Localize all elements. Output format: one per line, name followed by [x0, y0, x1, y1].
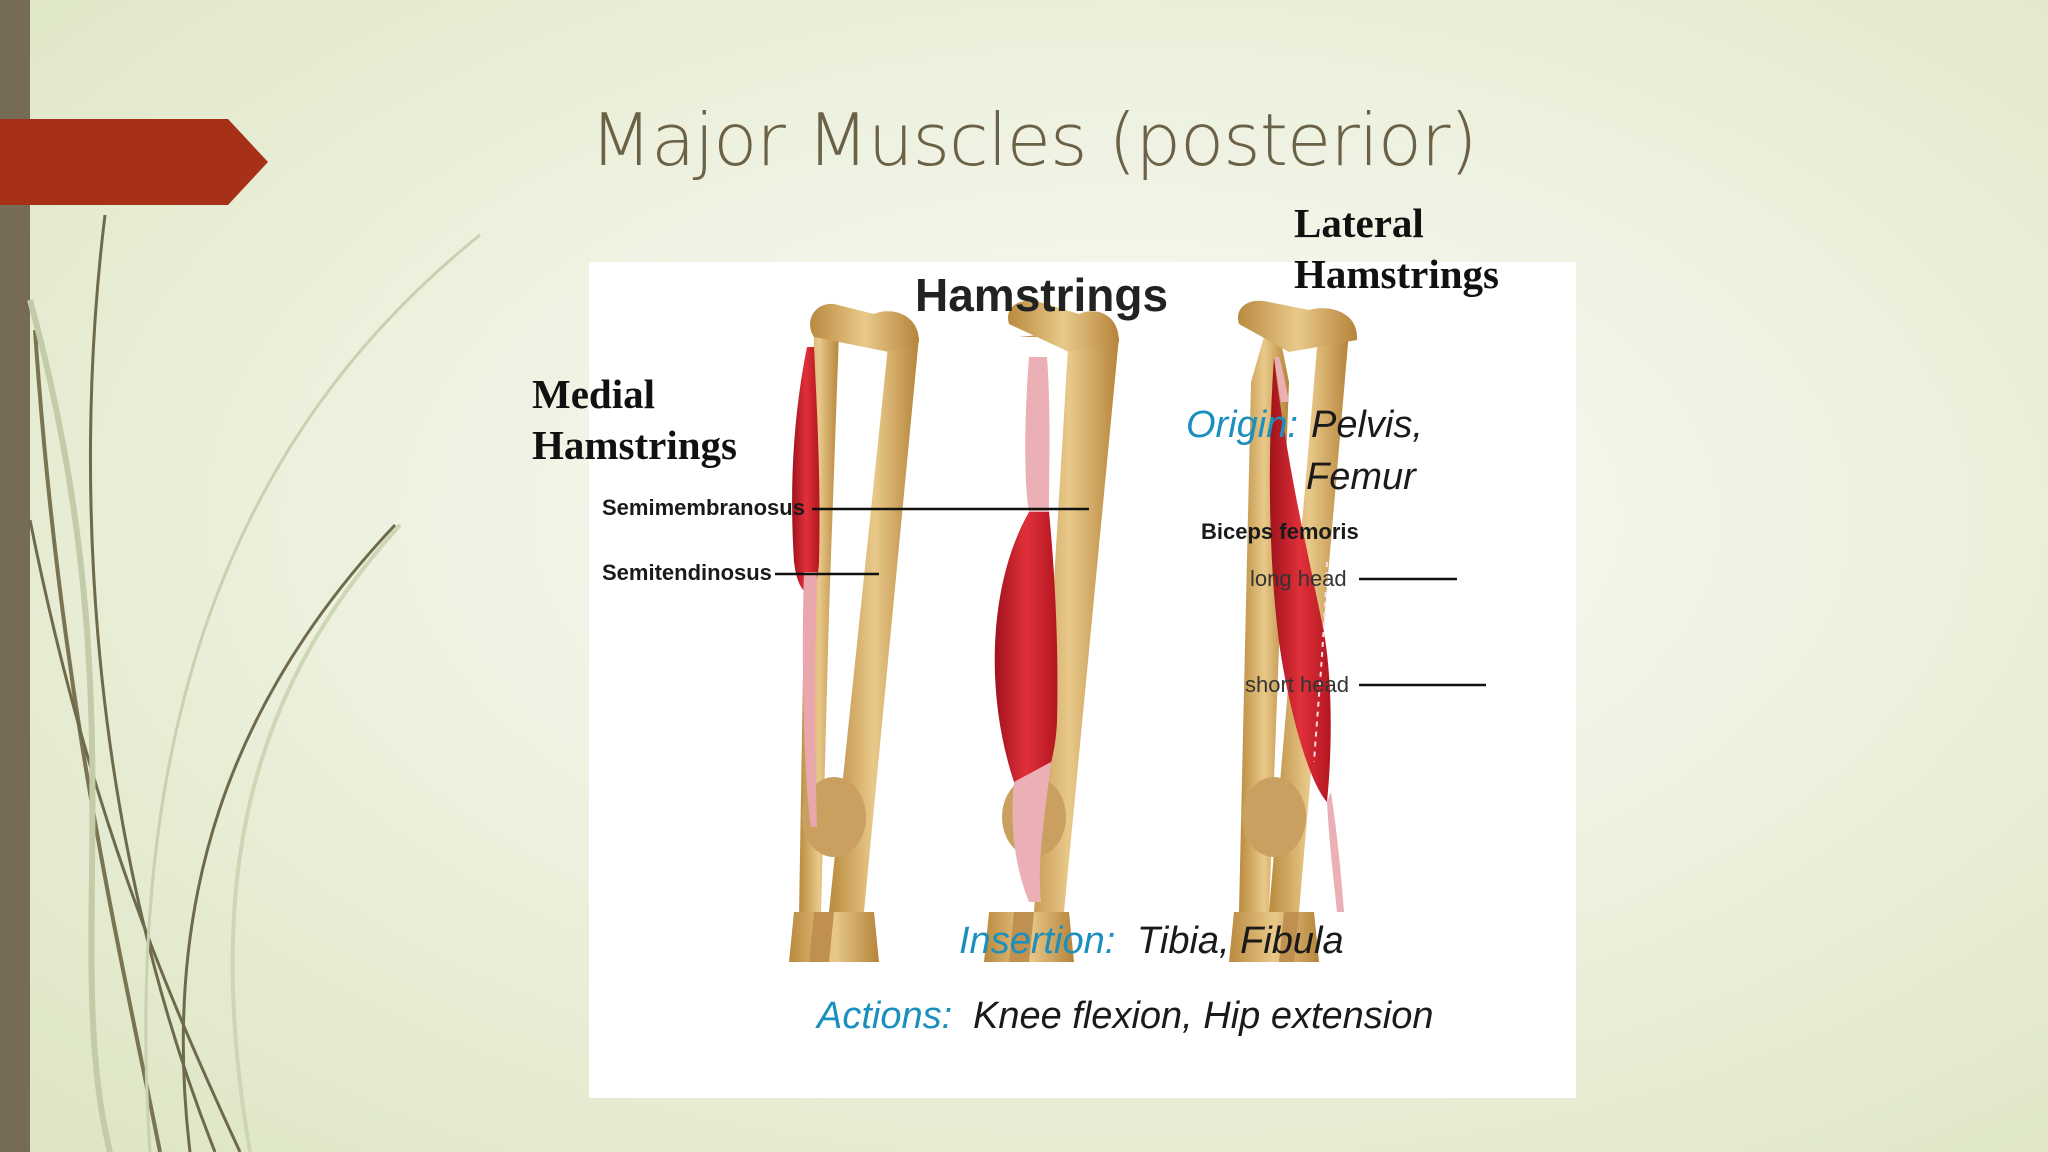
actions-label: Actions:	[817, 995, 953, 1037]
label-biceps-femoris: Biceps femoris	[1201, 519, 1359, 544]
label-semitendinosus: Semitendinosus	[602, 560, 772, 585]
insertion-value: Tibia, Fibula	[1137, 920, 1344, 962]
figure-title: Hamstrings	[915, 269, 1169, 321]
leg-semimembranosus	[984, 300, 1119, 962]
medial-label-line2: Hamstrings	[532, 422, 737, 468]
lateral-label-line2: Hamstrings	[1294, 251, 1499, 297]
label-semimembranosus: Semimembranosus	[602, 495, 805, 520]
leg-biceps-femoris	[1229, 300, 1358, 962]
medial-hamstrings-label: Medial Hamstrings	[532, 369, 737, 471]
medial-label-line1: Medial	[532, 371, 655, 417]
origin-value-pelvis: Pelvis,	[1311, 404, 1423, 446]
slide-title: Major Muscles (posterior)	[590, 98, 1478, 182]
label-short-head: short head	[1245, 672, 1349, 697]
leg-semitendinosus	[789, 303, 919, 962]
lateral-hamstrings-label: Lateral Hamstrings	[1294, 198, 1499, 300]
actions-value: Knee flexion, Hip extension	[973, 995, 1434, 1037]
lateral-label-line1: Lateral	[1294, 200, 1424, 246]
insertion-label: Insertion:	[959, 920, 1116, 962]
origin-label: Origin:	[1186, 404, 1298, 446]
hamstrings-figure: Hamstrings Semimembranosus Semitendinosu…	[589, 262, 1576, 1098]
label-long-head: long head	[1250, 566, 1347, 591]
hamstrings-illustration	[775, 300, 1486, 962]
origin-value-femur: Femur	[1306, 456, 1416, 498]
decorative-swooshes	[27, 214, 481, 1152]
red-arrow-banner	[0, 119, 268, 205]
